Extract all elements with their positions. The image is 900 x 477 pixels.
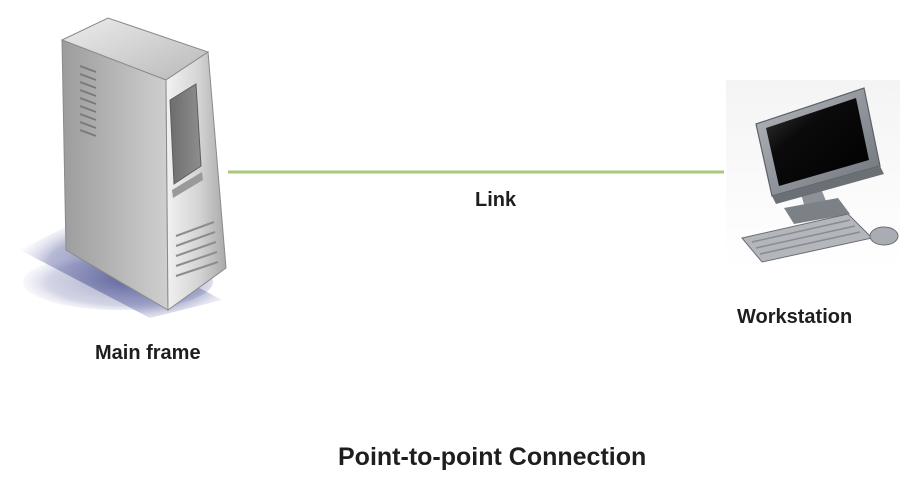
- diagram-caption: Point-to-point Connection: [338, 443, 647, 471]
- mainframe-label: Main frame: [95, 342, 201, 364]
- server-tower-icon: [20, 17, 227, 318]
- desktop-computer-icon: [726, 80, 900, 270]
- workstation-label: Workstation: [737, 306, 853, 328]
- link-label: Link: [475, 189, 517, 211]
